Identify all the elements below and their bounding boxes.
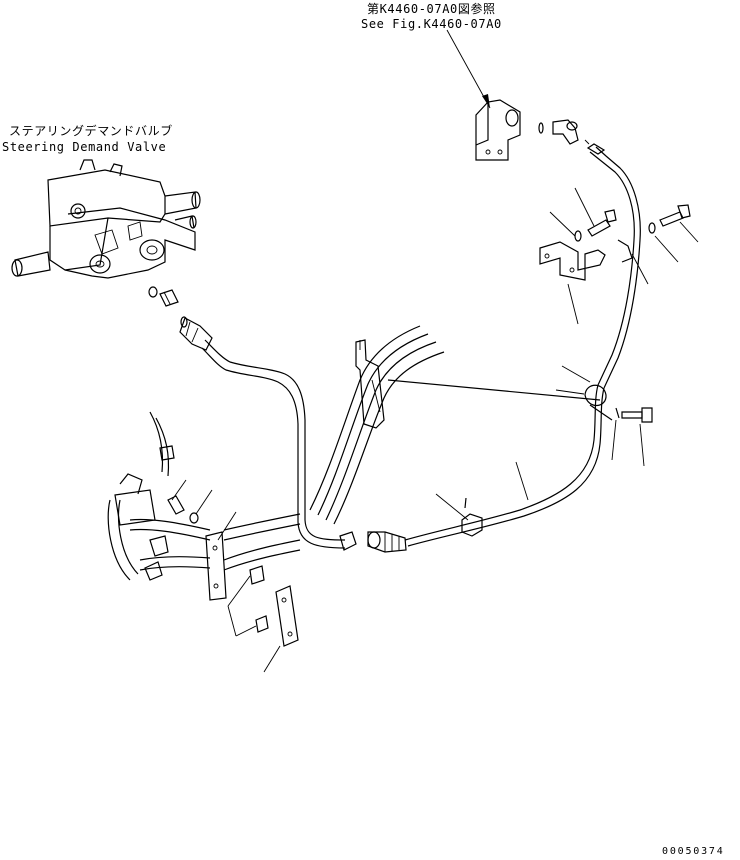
steel-pipe xyxy=(179,317,346,549)
o-ring xyxy=(584,139,590,145)
washer xyxy=(648,222,656,234)
spacer xyxy=(249,565,269,633)
washer xyxy=(615,407,620,419)
o-ring xyxy=(148,286,158,298)
o-ring xyxy=(180,316,188,328)
hose-fitting xyxy=(367,531,407,553)
bolt xyxy=(659,204,691,227)
bolt xyxy=(167,495,185,515)
right-hose xyxy=(586,143,641,389)
steering-demand-valve xyxy=(11,159,201,279)
reference-bracket xyxy=(475,99,521,161)
drawing-code: 00050374 xyxy=(662,846,725,857)
washer xyxy=(538,122,544,134)
reference-label-en: See Fig.K4460-07A0 xyxy=(361,17,502,31)
callout-leaders xyxy=(171,187,699,673)
washer xyxy=(189,512,199,524)
reference-leader xyxy=(446,29,491,109)
hose-bundle xyxy=(309,325,601,525)
elbow-fitting xyxy=(552,119,579,145)
center-hose xyxy=(404,384,605,547)
reference-arrow-head xyxy=(482,94,490,108)
pipe-end-fitting xyxy=(339,531,357,551)
bolt xyxy=(587,209,617,237)
hose-clamp xyxy=(584,384,613,421)
adapter-fitting xyxy=(159,289,179,307)
reference-label-jp: 第K4460-07A0図参照 xyxy=(367,2,496,16)
valve-label-jp: ステアリングデマンドバルブ xyxy=(9,124,173,138)
right-bracket xyxy=(539,239,633,281)
washer xyxy=(574,230,582,242)
bolt xyxy=(621,407,653,423)
left-hose-cluster xyxy=(107,411,301,601)
valve-label-en: Steering Demand Valve xyxy=(2,140,167,154)
clamp-plate xyxy=(275,585,299,647)
